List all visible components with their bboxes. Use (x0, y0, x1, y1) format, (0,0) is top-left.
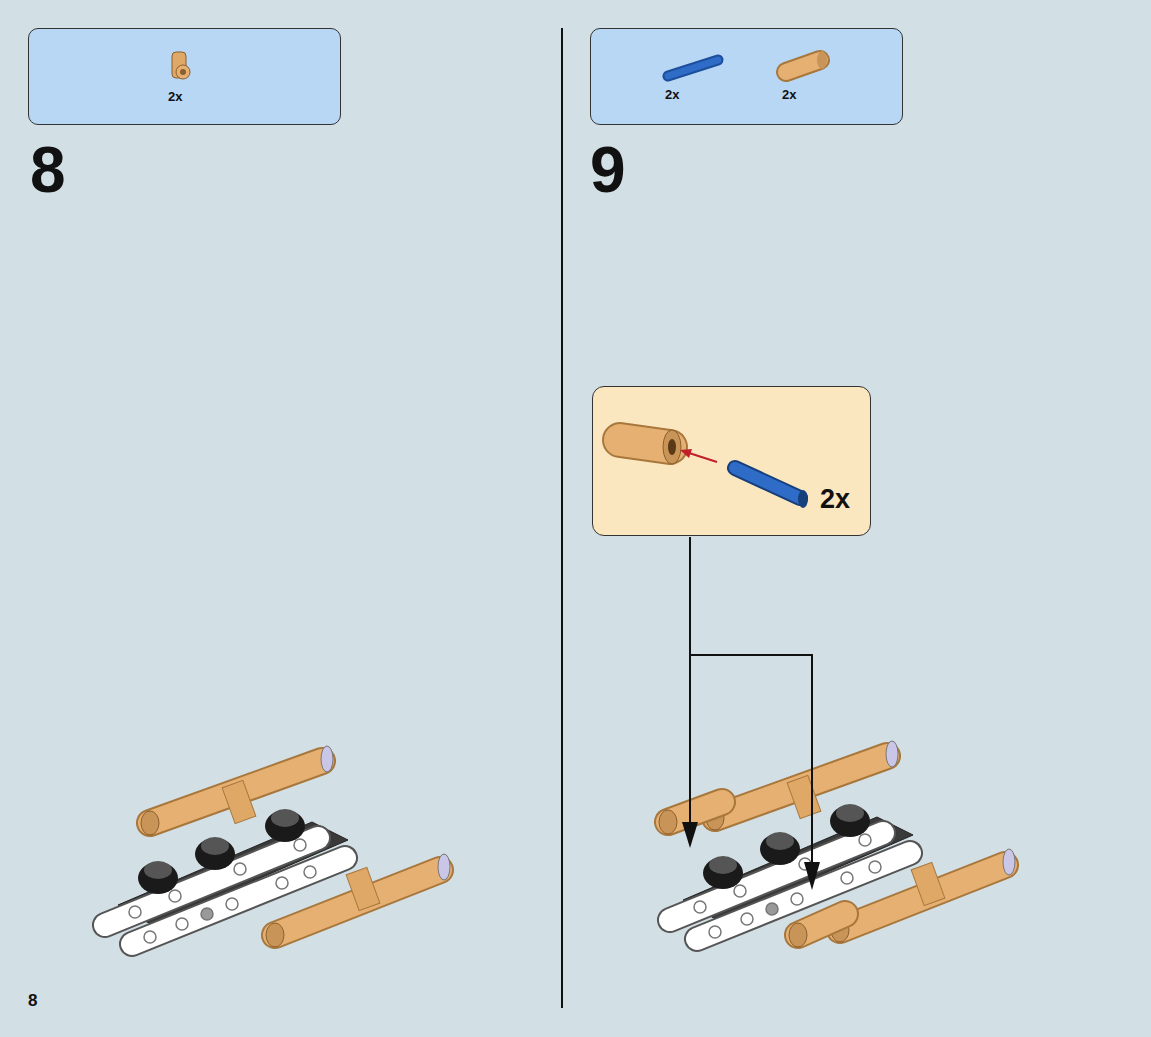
arrowhead (682, 822, 698, 848)
parts-box: 2x 2x (590, 28, 903, 125)
quantity: 2x (665, 87, 679, 102)
quantity: 2x (168, 89, 182, 104)
step-number: 8 (30, 138, 66, 202)
parts-box: 2x (28, 28, 341, 125)
leader-arrows (690, 537, 812, 870)
quantity: 2x (782, 87, 796, 102)
step-number: 9 (590, 138, 626, 202)
page-number: 8 (28, 992, 37, 1009)
arrowhead (804, 862, 820, 890)
callout-box: 2x (592, 386, 871, 536)
quantity: 2x (820, 484, 850, 515)
